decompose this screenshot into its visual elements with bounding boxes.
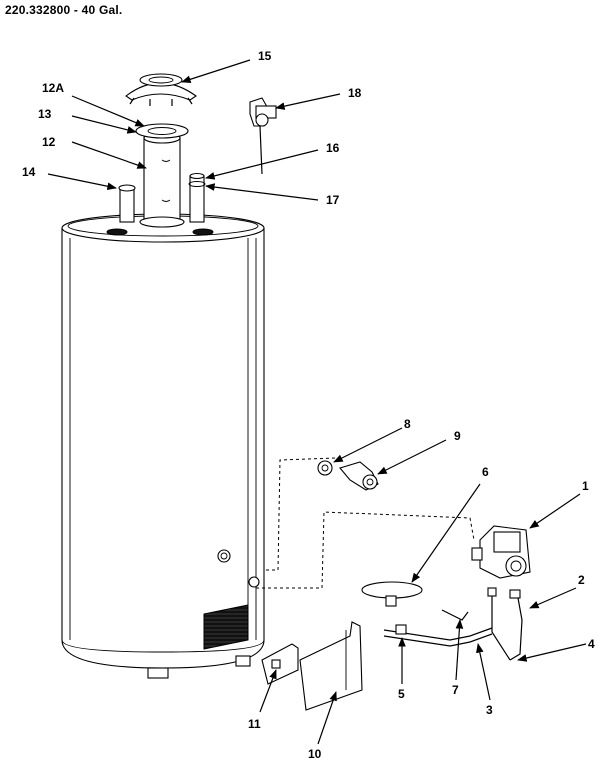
callout-1: 1 — [582, 479, 589, 493]
gas-control-valve — [471, 525, 531, 579]
inner-door — [261, 643, 299, 685]
callout-14: 14 — [22, 165, 36, 179]
callout-6: 6 — [482, 465, 489, 479]
model-title: 220.332800 - 40 Gal. — [5, 3, 123, 17]
callout-9: 9 — [454, 429, 461, 443]
callout-2: 2 — [578, 573, 585, 587]
hot-outlet-nipple — [188, 172, 206, 223]
callout-12a: 12A — [42, 81, 64, 95]
callout-17: 17 — [326, 193, 340, 207]
cold-inlet-nipple — [118, 184, 136, 223]
callout-4: 4 — [588, 637, 595, 651]
outer-door — [299, 621, 363, 711]
callout-labels: 15 18 12A 13 12 16 14 17 8 9 6 1 2 4 5 7… — [22, 49, 595, 761]
flue-assembly — [135, 123, 189, 228]
callout-16: 16 — [326, 141, 340, 155]
callout-15: 15 — [258, 49, 272, 63]
callout-10: 10 — [308, 747, 322, 761]
callout-3: 3 — [486, 703, 493, 717]
callout-7: 7 — [452, 683, 459, 697]
relief-valve — [249, 97, 277, 175]
callout-11: 11 — [248, 717, 261, 731]
drain-valve — [339, 461, 379, 491]
draft-hood — [125, 73, 197, 106]
callout-18: 18 — [348, 86, 362, 100]
callout-5: 5 — [398, 687, 405, 701]
burner — [361, 581, 423, 607]
callout-13: 13 — [38, 107, 52, 121]
drain-washer — [317, 460, 333, 476]
callout-8: 8 — [404, 417, 411, 431]
water-heater-tank — [61, 213, 265, 679]
callout-12: 12 — [42, 135, 56, 149]
pilot-tubing — [383, 587, 523, 661]
leader-lines — [47, 59, 587, 745]
